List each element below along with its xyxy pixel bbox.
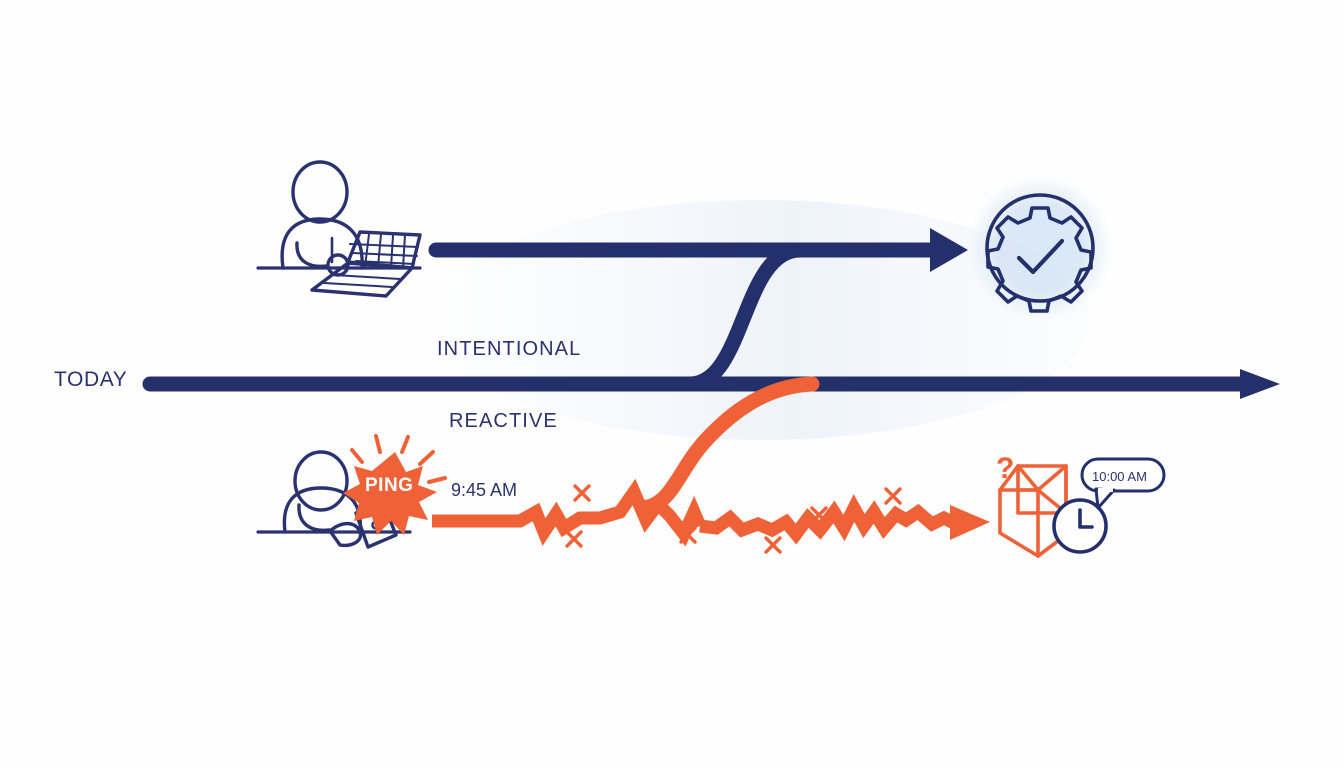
person-at-laptop-icon (256, 160, 422, 298)
x-mark (884, 487, 902, 505)
question-mark-label: ? (996, 452, 1015, 485)
today-label: TODAY (54, 368, 128, 391)
reactive-jagged-line (432, 478, 706, 547)
x-mark (810, 506, 828, 524)
intentional-label: INTENTIONAL (437, 338, 582, 360)
gear-checkmark-icon (985, 193, 1095, 313)
x-mark (565, 530, 583, 548)
intentional-path (428, 228, 968, 392)
x-mark (679, 526, 697, 544)
ping-burst-icon (343, 434, 447, 535)
reactive-jagged-line-right (699, 494, 990, 545)
delivery-time-label: 10:00 AM (1092, 469, 1147, 484)
reactive-path (634, 376, 820, 516)
x-mark (764, 536, 782, 554)
ping-time-label: 9:45 AM (451, 480, 518, 500)
open-box-clock-icon (998, 457, 1166, 558)
ping-badge-label: PING (365, 475, 414, 496)
reactive-label: REACTIVE (449, 410, 558, 432)
failure-x-marks (565, 484, 902, 554)
x-mark (573, 484, 591, 502)
